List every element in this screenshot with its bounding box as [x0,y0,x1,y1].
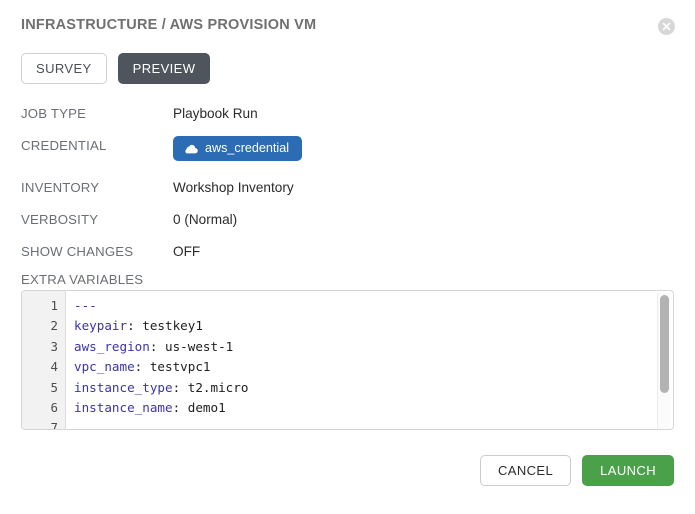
detail-row-credential: CREDENTIAL aws_credential [21,136,461,161]
extra-variables-label: EXTRA VARIABLES [21,272,144,287]
detail-row-verbosity: VERBOSITY 0 (Normal) [21,210,461,229]
detail-label: SHOW CHANGES [21,244,134,259]
editor-line-number-gutter: 1 2 3 4 5 6 7 [22,291,66,429]
close-glyph [662,22,671,31]
detail-label: VERBOSITY [21,212,99,227]
code-line: keypair: testkey1 [74,316,673,336]
code-line: instance_type: t2.micro [74,378,673,398]
dialog-footer: CANCEL LAUNCH [480,455,674,486]
extra-variables-editor[interactable]: 1 2 3 4 5 6 7 --- keypair: testkey1 aws_… [21,290,674,430]
detail-value-verbosity: 0 (Normal) [173,212,238,227]
yaml-separator: : [127,318,143,334]
line-number: 5 [50,379,58,395]
yaml-value: demo1 [187,399,226,415]
detail-value-job-type: Playbook Run [173,106,258,121]
yaml-separator: : [172,399,188,415]
credential-badge-label: aws_credential [205,141,290,155]
dialog-header: INFRASTRUCTURE / AWS PROVISION VM [21,15,675,39]
cancel-button[interactable]: CANCEL [480,455,572,486]
line-number: 1 [50,298,58,313]
code-line: vpc_name: testvpc1 [74,357,673,377]
credential-badge[interactable]: aws_credential [173,136,303,161]
launch-button[interactable]: LAUNCH [582,455,674,486]
tab-preview[interactable]: PREVIEW [117,53,211,84]
detail-label: CREDENTIAL [21,138,107,153]
line-number: 6 [50,399,58,415]
line-number: 2 [50,318,58,334]
detail-value-show-changes: OFF [173,244,201,259]
yaml-key: instance_type [74,379,173,395]
line-number: 4 [50,359,58,375]
page-title: INFRASTRUCTURE / AWS PROVISION VM [21,17,317,33]
detail-row-inventory: INVENTORY Workshop Inventory [21,178,461,197]
close-icon[interactable] [658,18,675,35]
code-line: instance_name: demo1 [74,398,673,418]
line-number: 3 [50,338,58,354]
code-line [74,418,673,429]
editor-code-area[interactable]: --- keypair: testkey1 aws_region: us-wes… [66,291,673,429]
yaml-value: testkey1 [142,318,203,334]
yaml-value: t2.micro [187,379,249,395]
yaml-value: us-west-1 [165,338,234,354]
yaml-separator: : [149,338,165,354]
scrollbar-thumb[interactable] [660,295,669,393]
yaml-key: instance_name [74,399,173,415]
yaml-value: testvpc1 [149,359,211,375]
job-detail-list: JOB TYPE Playbook Run CREDENTIAL aws_cre… [21,104,461,274]
yaml-key: keypair [74,318,128,334]
editor-vertical-scrollbar[interactable] [657,293,670,429]
detail-row-job-type: JOB TYPE Playbook Run [21,104,461,123]
detail-row-show-changes: SHOW CHANGES OFF [21,242,461,261]
line-number: 7 [50,420,58,430]
detail-label: INVENTORY [21,180,100,195]
yaml-separator: : [172,379,188,395]
detail-label: JOB TYPE [21,106,87,121]
code-line: aws_region: us-west-1 [74,337,673,357]
yaml-key: aws_region [74,338,150,354]
yaml-doc-marker: --- [74,298,97,313]
cloud-icon [185,144,198,153]
tab-survey[interactable]: SURVEY [21,53,107,84]
mode-toggle-group: SURVEY PREVIEW [21,53,211,84]
detail-value-inventory: Workshop Inventory [173,180,294,195]
yaml-separator: : [134,359,150,375]
yaml-key: vpc_name [74,359,135,375]
code-line: --- [74,296,673,316]
